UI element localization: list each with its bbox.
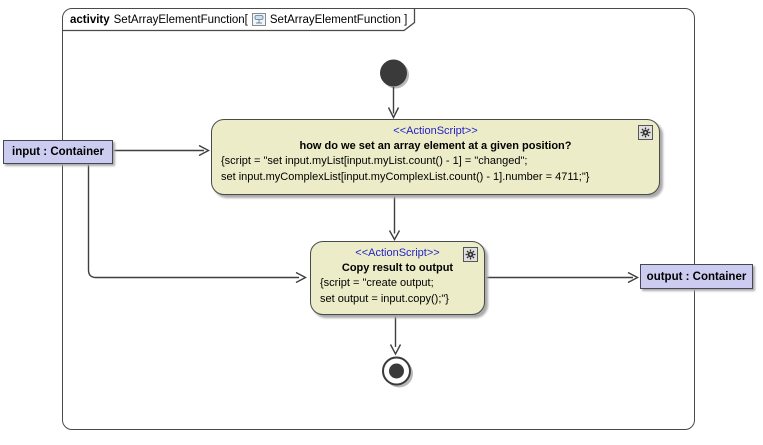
action-node-set-array-element[interactable]: <<ActionScript>> how do we set an array … [211, 119, 660, 195]
frame-title: activity SetArrayElementFunction[ SetArr… [70, 11, 407, 28]
script-line: {script = "create output; [320, 277, 434, 289]
script-line: set input.myComplexList[input.myComplexL… [221, 170, 590, 183]
stereotype-label: <<ActionScript>> [355, 247, 440, 259]
gear-icon [638, 125, 653, 140]
activity-diagram-icon [251, 13, 266, 26]
action-title: how do we set an array element at a give… [299, 140, 572, 152]
frame-name: SetArrayElementFunction[ [113, 13, 248, 26]
script-line: {script = "set input.myList[input.myList… [221, 155, 528, 167]
activity-frame [62, 8, 695, 430]
gear-icon [463, 247, 478, 262]
action-node-copy-result[interactable]: <<ActionScript>> Copy result to output {… [310, 241, 485, 315]
frame-keyword: activity [70, 13, 110, 26]
script-line: set output = input.copy();"} [320, 292, 449, 305]
stereotype-label: <<ActionScript>> [393, 125, 478, 137]
frame-diagram-ref: SetArrayElementFunction ] [269, 13, 408, 26]
input-parameter-label: input : Container [12, 146, 104, 158]
input-parameter-node[interactable]: input : Container [3, 140, 113, 164]
action-title: Copy result to output [341, 262, 454, 274]
output-parameter-node[interactable]: output : Container [640, 264, 753, 289]
output-parameter-label: output : Container [646, 270, 747, 283]
